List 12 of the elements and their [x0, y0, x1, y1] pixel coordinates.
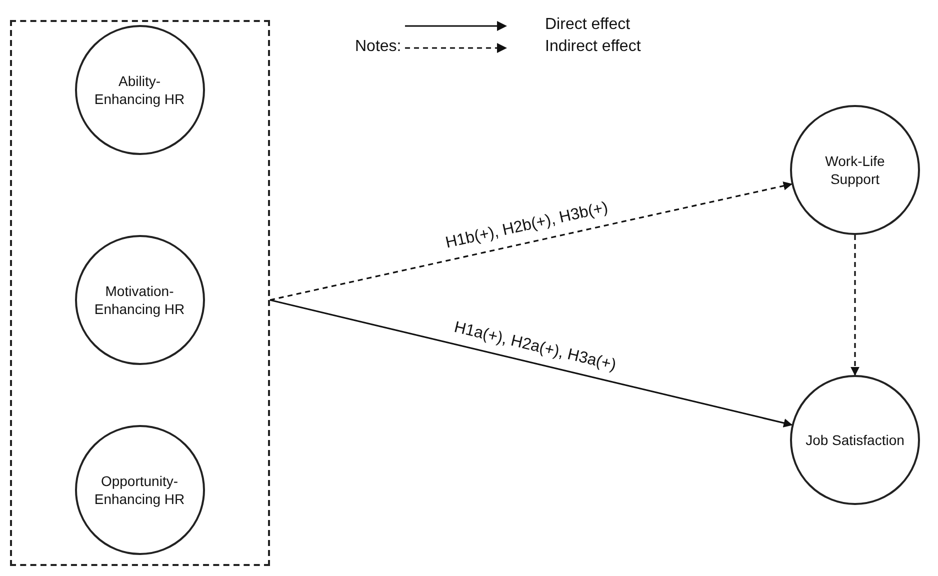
- construct-circle: Work-Life Support: [790, 105, 920, 235]
- notes-label: Notes:: [355, 38, 402, 56]
- arrow: [270, 299, 793, 428]
- construct-circle: Ability-Enhancing HR: [74, 24, 204, 154]
- construct-circle: Motivation-Enhancing HR: [74, 234, 204, 364]
- legend-label: Indirect effect: [545, 38, 641, 56]
- dashed-group-box: [10, 20, 270, 566]
- legend-label: Direct effect: [545, 16, 630, 34]
- dashed-arrow: [270, 181, 792, 301]
- construct-circle: Job Satisfaction: [790, 375, 920, 505]
- construct-circle: Opportunity-Enhancing HR: [74, 424, 204, 554]
- dashed-arrow: [850, 235, 860, 376]
